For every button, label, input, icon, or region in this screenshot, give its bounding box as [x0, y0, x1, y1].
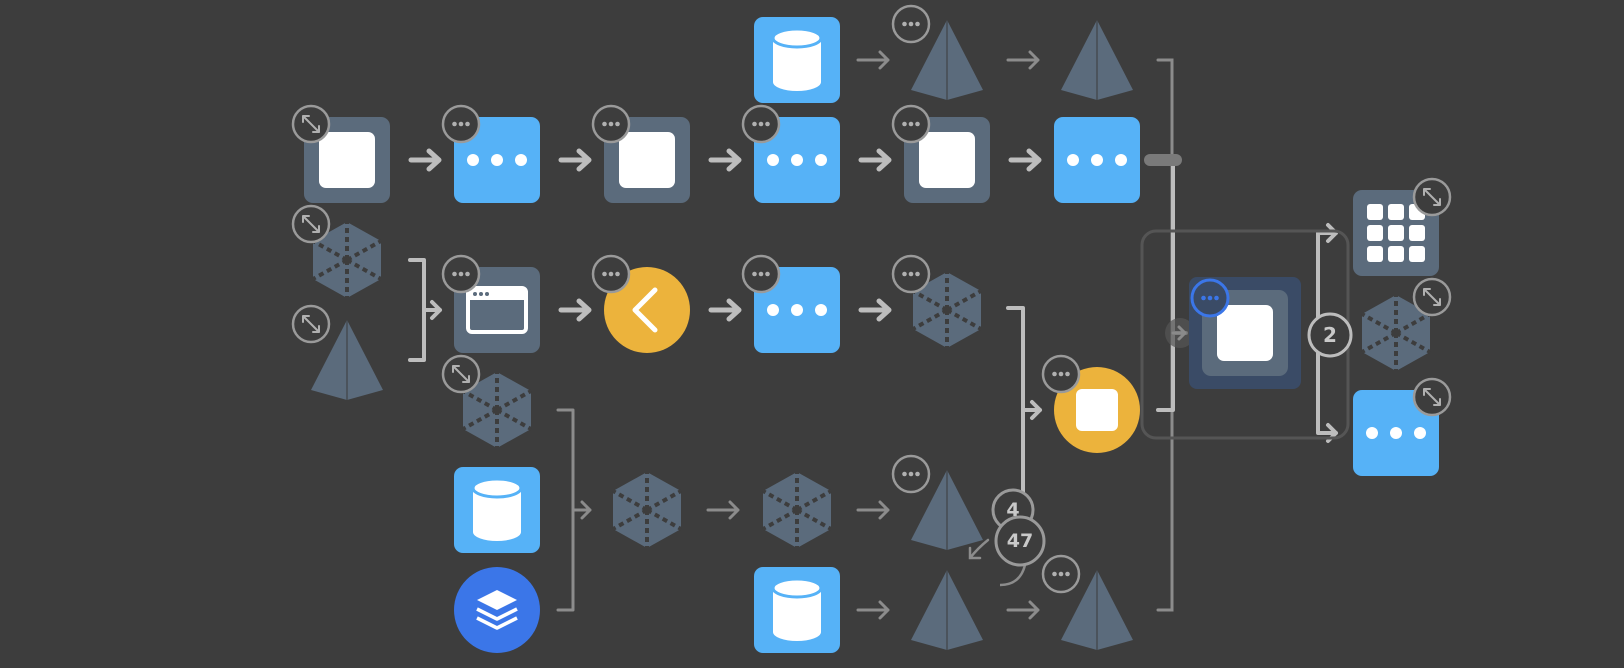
expand-icon[interactable] [1412, 377, 1452, 417]
connector-arrow [561, 301, 589, 319]
connector-arrow [856, 500, 890, 520]
more-options-icon-selected[interactable] [1190, 278, 1230, 318]
more-options-icon[interactable] [591, 254, 631, 294]
more-options-icon[interactable] [741, 254, 781, 294]
database-node[interactable] [752, 15, 842, 105]
more-options-icon[interactable] [891, 104, 931, 144]
square-icon [1076, 389, 1118, 431]
connector-arrow [711, 301, 739, 319]
connector-bracket [1006, 306, 1042, 512]
connector-arrow [856, 50, 890, 70]
grid-node[interactable] [1353, 190, 1439, 276]
cube-node[interactable] [611, 470, 683, 550]
database-node[interactable] [752, 565, 842, 655]
expand-icon[interactable] [1412, 277, 1452, 317]
layers-node[interactable] [454, 567, 540, 653]
back-node[interactable] [604, 267, 690, 353]
pyramid-node[interactable] [910, 569, 984, 651]
branch-count-badge[interactable]: 2 [1307, 312, 1353, 358]
grid-icon [1367, 204, 1425, 262]
expand-icon[interactable] [1412, 177, 1452, 217]
more-options-icon[interactable] [891, 254, 931, 294]
node-badges [291, 4, 1452, 594]
connector-bracket [1156, 158, 1188, 412]
cube-node[interactable] [761, 470, 833, 550]
more-options-icon[interactable] [441, 104, 481, 144]
more-options-icon[interactable] [1041, 354, 1081, 394]
more-options-icon[interactable] [891, 454, 931, 494]
pyramid-node[interactable] [1060, 19, 1134, 101]
more-options-icon[interactable] [441, 254, 481, 294]
connector-bracket [556, 408, 592, 612]
stop-node[interactable] [1054, 367, 1140, 453]
connector-arrow [411, 151, 439, 169]
node-count-label: 47 [1007, 530, 1033, 552]
more-options-icon[interactable] [741, 104, 781, 144]
more-node[interactable] [1054, 117, 1140, 203]
chevron-left-icon [632, 287, 658, 333]
merge-count-label: 4 [1006, 499, 1019, 521]
connector-arrow [561, 151, 589, 169]
connector-arrow [1006, 600, 1040, 620]
connector-arrow [856, 600, 890, 620]
group-input-port[interactable] [1165, 318, 1195, 348]
more-options-icon[interactable] [591, 104, 631, 144]
more-options-icon[interactable] [891, 4, 931, 44]
database-node[interactable] [452, 465, 542, 555]
connector-arrow [1011, 151, 1039, 169]
more-options-icon[interactable] [1041, 554, 1081, 594]
window-node[interactable] [454, 267, 540, 353]
connector-arrow [861, 301, 889, 319]
branch-count-label: 2 [1323, 323, 1337, 347]
connector-arrow [1006, 50, 1040, 70]
connector-bracket [408, 258, 442, 362]
expand-icon[interactable] [291, 304, 331, 344]
node-count-badge[interactable]: 47 [994, 515, 1046, 567]
expand-icon[interactable] [441, 354, 481, 394]
connector-arrow [711, 151, 739, 169]
expand-icon[interactable] [291, 104, 331, 144]
expand-icon[interactable] [291, 204, 331, 244]
connector-arrow [861, 151, 889, 169]
layers-icon [476, 590, 518, 630]
connector-arrow [706, 500, 740, 520]
